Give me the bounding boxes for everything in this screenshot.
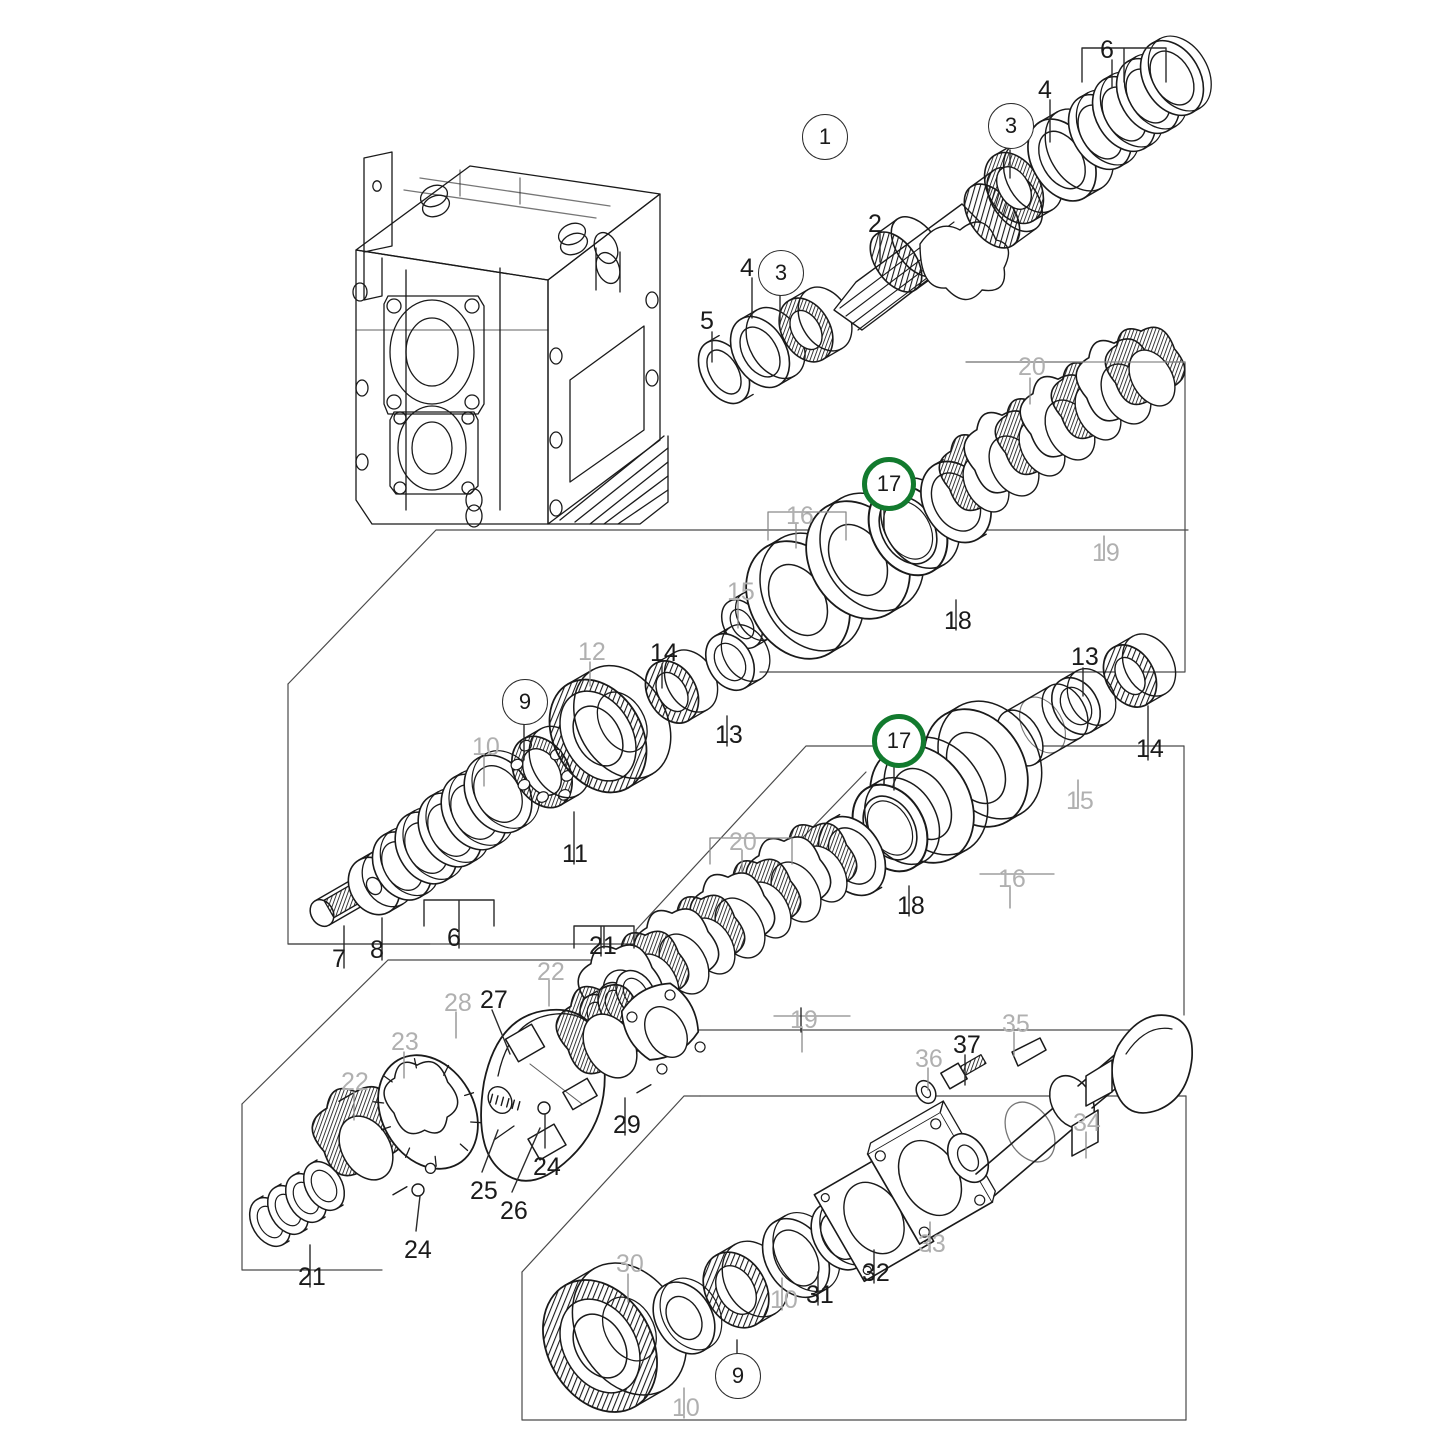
differential-assembly: [248, 982, 706, 1247]
part-label-19: 19: [790, 1006, 818, 1034]
part-label-15: 15: [1066, 787, 1094, 815]
part-label-24: 24: [404, 1236, 432, 1264]
callout-bubble-9[interactable]: 9: [715, 1353, 761, 1399]
part-label-22: 22: [341, 1068, 369, 1096]
part-label-18: 18: [944, 607, 972, 635]
part-14-needle-bearing-right: [1102, 633, 1177, 708]
part-17-seal-upper: [867, 476, 961, 577]
part-label-16: 16: [786, 502, 814, 530]
output-shaft-assembly: [542, 1014, 1193, 1413]
callout-bubble-3[interactable]: 3: [758, 250, 804, 296]
part-13-spacer-mid: [704, 624, 771, 692]
part-label-22: 22: [537, 958, 565, 986]
part-label-34: 34: [1073, 1109, 1101, 1137]
gearbox-housing: [352, 151, 669, 528]
part-label-37: 37: [953, 1031, 981, 1059]
part-label-15: 15: [727, 578, 755, 606]
part-label-12: 12: [578, 638, 606, 666]
part-10-washer-b: [761, 1212, 841, 1299]
part-35-key: [1011, 1037, 1047, 1067]
part-24-ball-left: [411, 1183, 425, 1197]
part-24-ball-right: [537, 1101, 551, 1115]
part-label-35: 35: [1002, 1010, 1030, 1038]
part-label-28: 28: [444, 989, 472, 1017]
part-label-5: 5: [700, 307, 714, 335]
part-label-14: 14: [1136, 735, 1164, 763]
part-label-13: 13: [715, 721, 743, 749]
part-4-bearing-left: [729, 306, 806, 389]
callout-bubble-3[interactable]: 3: [988, 103, 1034, 149]
part-label-6: 6: [447, 924, 461, 952]
part-29-flange-plate: [620, 982, 706, 1075]
part-label-21: 21: [298, 1263, 326, 1291]
part-label-6: 6: [1100, 36, 1114, 64]
part-label-31: 31: [806, 1281, 834, 1309]
part-12-helical-gear: [548, 664, 672, 794]
part-label-32: 32: [862, 1259, 890, 1287]
part-9-bearing-bot: [702, 1240, 789, 1329]
part-label-27: 27: [480, 986, 508, 1014]
part-4-bearing-right: [1027, 108, 1115, 202]
part-6-shims-mid: [371, 750, 541, 901]
part-label-2: 2: [868, 210, 882, 238]
part-label-16: 16: [998, 865, 1026, 893]
part-6-shims-top: [1067, 35, 1212, 171]
part-label-36: 36: [915, 1045, 943, 1073]
part-label-7: 7: [332, 945, 346, 973]
part-19-20-plate-stack-lower: [577, 822, 858, 1031]
part-label-30: 30: [616, 1250, 644, 1278]
part-19-20-plate-stack: [938, 326, 1186, 513]
part-36-washer: [915, 1079, 937, 1105]
part-label-24: 24: [533, 1153, 561, 1181]
part-label-18: 18: [897, 892, 925, 920]
input-shaft-assembly: [697, 35, 1212, 405]
part-21-shims-left: [248, 1159, 346, 1247]
callout-bubble-17-highlighted[interactable]: 17: [862, 457, 916, 511]
callout-bubble-17-highlighted[interactable]: 17: [872, 714, 926, 768]
part-label-11: 11: [562, 840, 588, 868]
part-label-26: 26: [500, 1197, 528, 1225]
part-34-output-shaft: [946, 1014, 1193, 1197]
part-label-4: 4: [1038, 76, 1052, 104]
part-label-19: 19: [1092, 539, 1120, 567]
part-label-21: 21: [589, 932, 617, 960]
part-label-8: 8: [370, 936, 384, 964]
part-37-bolt: [940, 1054, 987, 1090]
part-label-29: 29: [613, 1111, 641, 1139]
leader-lines-dark: [309, 47, 1167, 1306]
part-23-splined-plate: [372, 1054, 483, 1174]
callout-bubble-9[interactable]: 9: [502, 679, 548, 725]
part-label-33: 33: [918, 1230, 946, 1258]
part-10-washer-a: [652, 1277, 723, 1355]
part-label-14: 14: [650, 639, 678, 667]
leader-lines-gray: [353, 361, 1186, 1419]
part-32-gasket: [813, 1153, 935, 1283]
part-label-4: 4: [740, 254, 754, 282]
part-14-needle-bearing-mid: [644, 649, 719, 724]
part-label-10: 10: [472, 733, 500, 761]
mainshaft-assembly: [309, 624, 771, 928]
part-label-25: 25: [470, 1177, 498, 1205]
part-3-collar-left: [778, 286, 853, 363]
callout-bubble-1[interactable]: 1: [802, 114, 848, 160]
part-13-spacer-right: [1050, 668, 1117, 736]
part-label-10: 10: [770, 1286, 798, 1314]
clutch-pack-upper: [720, 326, 1186, 660]
part-label-13: 13: [1071, 643, 1099, 671]
part-label-20: 20: [1018, 353, 1046, 381]
part-30-driven-gear: [542, 1262, 688, 1413]
part-33-retainer-flange: [866, 1100, 996, 1245]
part-label-20: 20: [729, 828, 757, 856]
part-label-10: 10: [672, 1394, 700, 1422]
part-label-23: 23: [391, 1028, 419, 1056]
